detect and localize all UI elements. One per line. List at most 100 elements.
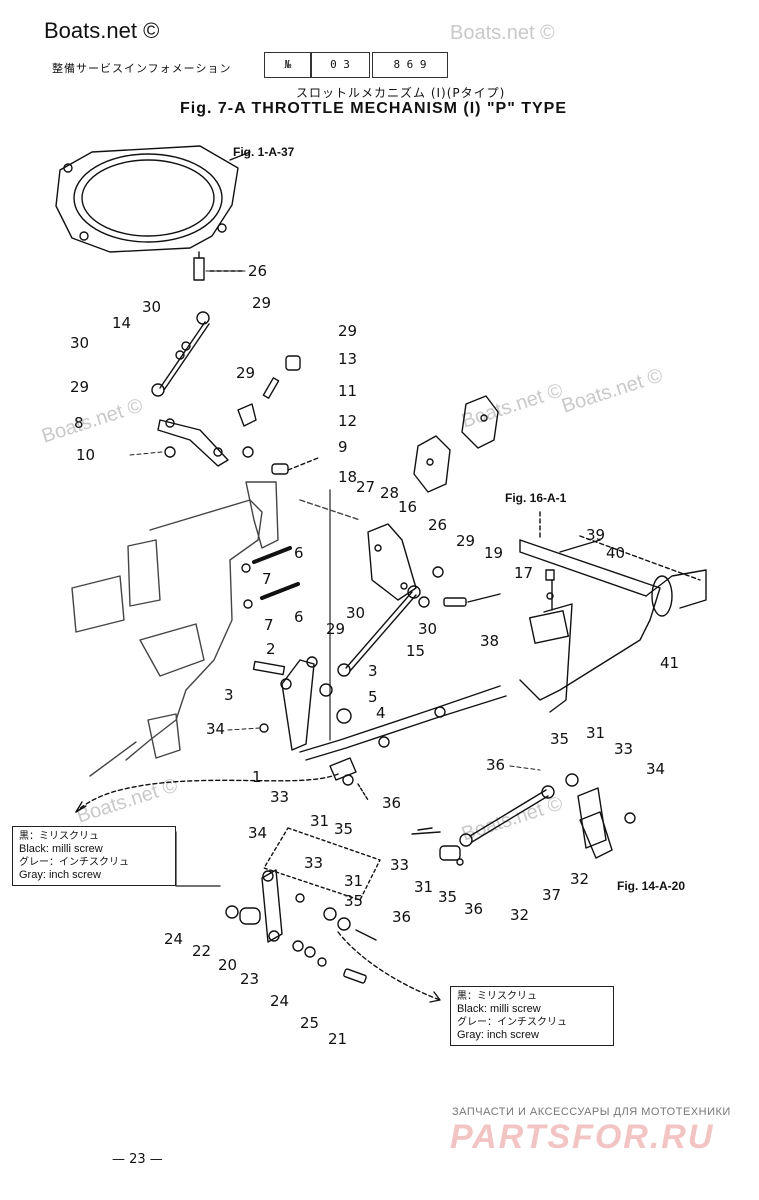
footer-tagline: ЗАПЧАСТИ И АКСЕССУАРЫ ДЛЯ МОТОТЕХНИКИ: [452, 1106, 731, 1118]
part-number: 4: [376, 704, 386, 722]
part-number: 14: [112, 314, 132, 332]
part-number: 33: [614, 740, 634, 758]
part-number: 33: [304, 854, 324, 872]
part-number: 33: [270, 788, 290, 806]
legend-line: Black: milli screw: [457, 1003, 541, 1015]
part-number: 29: [252, 294, 272, 312]
stud-part: [193, 251, 243, 281]
screw-legend-left: 黒：ミリスクリュ Black: milli screw グレー：インチスクリュ …: [12, 826, 176, 886]
ref-fig-14-a-20: Fig. 14-A-20: [617, 879, 686, 893]
part-number: 29: [326, 620, 346, 638]
legend-line: 黒：ミリスクリュ: [19, 831, 99, 842]
part-number: 3: [224, 686, 234, 704]
link-rod-14: [151, 311, 210, 397]
part-number: 31: [344, 872, 364, 890]
gasket-ring-part: [55, 145, 251, 253]
part-number: 30: [70, 334, 90, 352]
part-number: 35: [344, 892, 364, 910]
part-number: 29: [456, 532, 476, 550]
part-number: 30: [142, 298, 162, 316]
part-number: 7: [264, 616, 274, 634]
part-number: 34: [248, 824, 268, 842]
header-japanese: 整備サービスインフォメーション: [52, 62, 232, 75]
legend-line: グレー：インチスクリュ: [457, 1017, 567, 1028]
part-number: 5: [368, 688, 378, 706]
lower-linkage: [225, 827, 381, 984]
part-number: 34: [646, 760, 666, 778]
part-number: 26: [428, 516, 448, 534]
engine-block: [71, 481, 361, 777]
link-rod-15: [337, 585, 430, 677]
header-box-no: №: [264, 52, 312, 78]
part-number: 33: [390, 856, 410, 874]
part-number: 20: [218, 956, 238, 974]
part-number: 34: [206, 720, 226, 738]
part-number: 16: [398, 498, 418, 516]
lever-1: [252, 656, 352, 751]
part-number: 17: [514, 564, 534, 582]
part-number: 32: [510, 906, 530, 924]
part-number: 36: [392, 908, 412, 926]
part-number: 29: [236, 364, 256, 382]
part-number: 36: [464, 900, 484, 918]
part-number: 3: [368, 662, 378, 680]
bolt-19: [432, 566, 501, 607]
part-number: 27: [356, 478, 376, 496]
part-number: 30: [418, 620, 438, 638]
page-title: Fig. 7-A THROTTLE MECHANISM (I) "P" TYPE: [180, 100, 568, 117]
cable-route-lower: [337, 931, 441, 1001]
part-number: 39: [586, 526, 606, 544]
part-number: 1: [252, 768, 262, 786]
part-number: 9: [338, 438, 348, 456]
part-number: 6: [294, 608, 304, 626]
part-number: 24: [164, 930, 184, 948]
part-number: 35: [334, 820, 354, 838]
bracket-28: [367, 523, 417, 601]
part-number: 26: [248, 262, 268, 280]
watermark-top-left: Boats.net ©: [44, 18, 160, 43]
lever-8: [157, 418, 229, 467]
part-number: 35: [438, 888, 458, 906]
part-number: 38: [480, 632, 500, 650]
link-rod-37: [411, 773, 636, 866]
legend-line: Gray: inch screw: [457, 1029, 539, 1041]
cable-joint: [329, 757, 369, 801]
part-number: 29: [70, 378, 90, 396]
part-number: 36: [382, 794, 402, 812]
part-number: 40: [606, 544, 626, 562]
part-number: 2: [266, 640, 276, 658]
part-number: 31: [586, 724, 606, 742]
legend-line: Black: milli screw: [19, 843, 103, 855]
header-box-date: 8 6 9: [372, 52, 448, 78]
part-number: 15: [406, 642, 426, 660]
part-number: 21: [328, 1030, 348, 1048]
part-number: 36: [486, 756, 506, 774]
part-number: 24: [270, 992, 290, 1010]
part-number: 30: [346, 604, 366, 622]
part-number: 12: [338, 412, 358, 430]
ref-fig-16-a-1: Fig. 16-A-1: [505, 491, 567, 505]
part-number: 29: [338, 322, 358, 340]
part-number: 8: [74, 414, 84, 432]
part-number: 11: [338, 382, 358, 400]
part-number: 7: [262, 570, 272, 588]
bolts-6-7: [241, 546, 300, 609]
part-number: 35: [550, 730, 570, 748]
part-number: 18: [338, 468, 358, 486]
part-number: 28: [380, 484, 400, 502]
part-number: 41: [660, 654, 680, 672]
part-number: 19: [484, 544, 504, 562]
site-logo: PARTSFOR.RU: [450, 1118, 715, 1156]
legend-line: Gray: inch screw: [19, 869, 101, 881]
page-number: — 23 —: [112, 1152, 163, 1167]
part-number: 37: [542, 886, 562, 904]
header-box-issue: 0 3: [310, 52, 370, 78]
part-number: 31: [310, 812, 330, 830]
part-number: 10: [76, 446, 96, 464]
ref-fig-1-a-37: Fig. 1-A-37: [233, 145, 295, 159]
part-number: 32: [570, 870, 590, 888]
cable-route-left: [75, 773, 339, 813]
small-fasteners: [237, 355, 319, 475]
legend-line: 黒：ミリスクリュ: [457, 991, 537, 1002]
